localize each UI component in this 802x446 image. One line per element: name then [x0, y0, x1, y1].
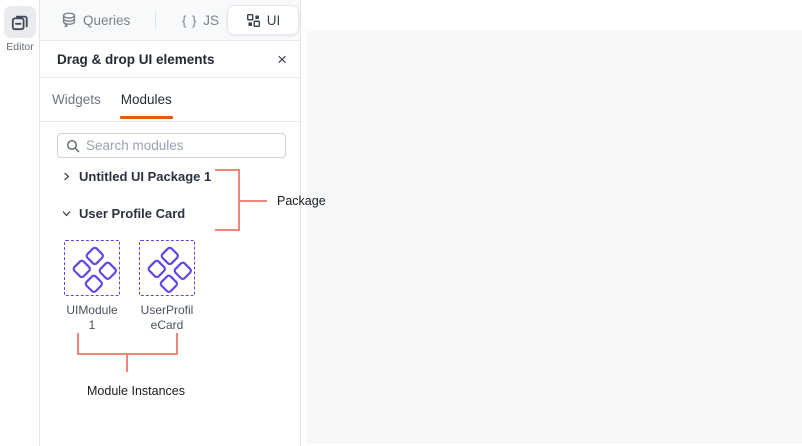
search-box	[57, 133, 286, 158]
module-diamonds-icon	[141, 242, 193, 294]
panel-tab-bar: Widgets Modules	[40, 78, 300, 122]
tree-item-label: Untitled UI Package 1	[79, 168, 212, 184]
tree-item-user-profile-card[interactable]: User Profile Card	[40, 203, 300, 223]
editor-label: Editor	[6, 41, 34, 53]
module-instances-bracket-line	[126, 353, 128, 372]
module-name-line: eCard	[150, 317, 184, 332]
editor-segment-switcher: Queries { } JS UI	[40, 0, 300, 41]
editor-button[interactable]	[4, 6, 36, 38]
package-bracket-line	[238, 169, 240, 231]
tree-item-label: User Profile Card	[79, 205, 186, 221]
module-instances-annotation-label: Module Instances	[87, 384, 185, 398]
module-instances-bracket-line	[77, 333, 79, 355]
tab-modules[interactable]: Modules	[119, 78, 173, 121]
module-card-userprofilecard[interactable]	[139, 240, 195, 296]
tab-js[interactable]: { } JS	[182, 0, 219, 40]
package-annotation-label: Package	[277, 194, 326, 208]
package-bracket-line	[215, 169, 240, 171]
module-name-line: UIModule	[66, 303, 118, 317]
close-icon[interactable]: ×	[277, 49, 287, 69]
panel-title: Drag & drop UI elements	[57, 51, 215, 67]
braces-icon: { }	[182, 12, 198, 28]
search-input[interactable]	[86, 138, 277, 153]
tab-ui-label: UI	[266, 12, 281, 28]
switcher-divider	[155, 11, 156, 29]
tab-widgets[interactable]: Widgets	[52, 92, 101, 107]
search-icon	[66, 139, 80, 153]
ui-elements-panel: Queries { } JS UI Dr	[40, 0, 301, 446]
chevron-right-icon[interactable]	[61, 171, 72, 182]
module-instances-bracket-line	[176, 333, 178, 355]
module-name-line: UserProfil	[140, 303, 194, 317]
module-card-uimodule1[interactable]	[64, 240, 120, 296]
package-bracket-line	[215, 229, 240, 231]
module-name: UserProfil eCard	[131, 303, 203, 332]
editor-pages-icon	[11, 13, 29, 31]
app-canvas[interactable]	[307, 31, 802, 444]
tab-queries[interactable]: Queries	[62, 0, 130, 40]
module-name: UIModule 1	[60, 303, 124, 332]
package-bracket-line	[240, 200, 267, 202]
tab-js-label: JS	[203, 12, 220, 28]
module-name-line: 1	[88, 317, 96, 332]
tab-queries-label: Queries	[83, 12, 131, 28]
left-rail: Editor	[0, 0, 40, 446]
module-diamonds-icon	[66, 242, 118, 294]
chevron-down-icon[interactable]	[61, 208, 72, 219]
tab-ui-active[interactable]: UI	[227, 5, 299, 35]
grid-icon	[246, 13, 261, 28]
tree-item-untitled-ui-package[interactable]: Untitled UI Package 1	[40, 166, 300, 186]
database-icon	[62, 12, 77, 28]
panel-header: Drag & drop UI elements ×	[40, 41, 300, 78]
